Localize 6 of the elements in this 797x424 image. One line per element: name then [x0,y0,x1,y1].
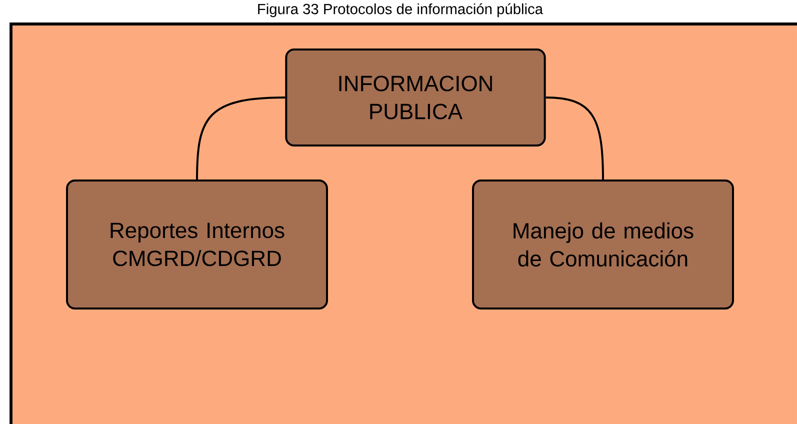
concept-box: Manejo de medios de Comunicación [472,180,734,310]
concept-box: INFORMACION PUBLICA [285,48,546,146]
connector-line [546,96,604,180]
connector-line [196,96,286,180]
figure-title: Figura 33 Protocolos de información pública [258,3,544,18]
concept-box: Reportes Internos CMGRD/CDGRD [66,180,328,310]
